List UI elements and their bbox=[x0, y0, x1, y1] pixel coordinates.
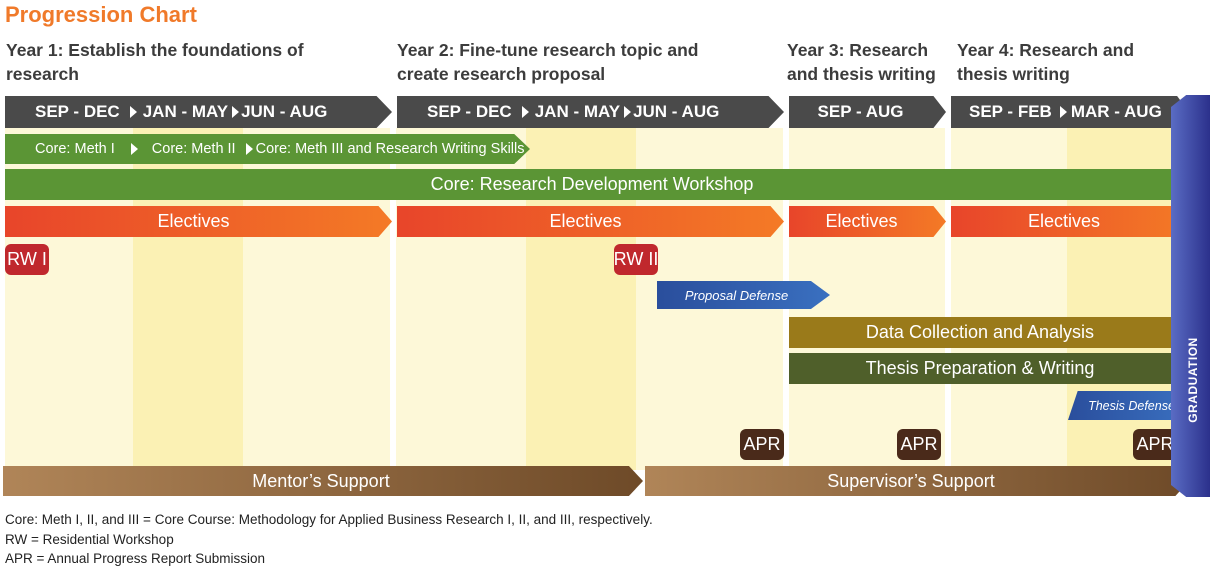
year-2-heading: Year 2: Fine-tune research topic and cre… bbox=[397, 38, 698, 86]
graduation-bar: GRADUATION bbox=[1171, 95, 1210, 497]
core-methodology-bar: Core: Meth I Core: Meth II Core: Meth II… bbox=[5, 134, 530, 164]
electives-label: Electives bbox=[825, 211, 898, 231]
chevron-right-icon bbox=[245, 143, 253, 155]
note-rw: RW = Residential Workshop bbox=[5, 531, 174, 547]
rdw-label: Core: Research Development Workshop bbox=[430, 174, 754, 194]
graduation-label: GRADUATION bbox=[1186, 337, 1200, 423]
year-1-heading: Year 1: Establish the foundations of res… bbox=[6, 38, 304, 86]
period-bar-year-3: SEP - AUG bbox=[789, 96, 946, 128]
electives-label: Electives bbox=[1027, 211, 1101, 231]
research-development-workshop-bar: Core: Research Development Workshop bbox=[5, 169, 1189, 200]
period-bar-year-2: SEP - DEC JAN - MAY JUN - AUG bbox=[397, 96, 784, 128]
thesis-defense-label: Thesis Defense bbox=[1088, 398, 1175, 413]
chevron-right-icon bbox=[232, 106, 240, 118]
mentor-support-label: Mentor’s Support bbox=[252, 470, 390, 491]
page-title: Progression Chart bbox=[5, 2, 197, 27]
apr-badge-year-1: APR bbox=[740, 429, 784, 460]
data-collection-label: Data Collection and Analysis bbox=[865, 322, 1095, 342]
electives-label: Electives bbox=[157, 211, 230, 231]
period-label: JAN - MAY bbox=[534, 102, 621, 121]
apr-label: APR bbox=[1136, 434, 1174, 454]
period-label: SEP - DEC bbox=[427, 102, 512, 121]
period-label: JUN - AUG bbox=[633, 102, 720, 121]
core-meth-2-label: Core: Meth II bbox=[151, 141, 236, 157]
year-4-line2: thesis writing bbox=[957, 64, 1070, 84]
year-4-heading: Year 4: Research and thesis writing bbox=[957, 38, 1134, 86]
period-bar-year-4: SEP - FEB MAR - AUG bbox=[951, 96, 1189, 128]
electives-bar-year-2: Electives bbox=[397, 206, 784, 237]
note-core-meth: Core: Meth I, II, and III = Core Course:… bbox=[5, 512, 653, 527]
chevron-right-icon bbox=[130, 143, 138, 155]
data-collection-bar: Data Collection and Analysis bbox=[789, 317, 1189, 348]
apr-badge-year-2: APR bbox=[897, 429, 941, 460]
chevron-right-icon bbox=[521, 106, 529, 118]
chevron-right-icon bbox=[624, 106, 632, 118]
year-2-line1: Year 2: Fine-tune research topic and bbox=[397, 40, 699, 60]
year-3-line2: and thesis writing bbox=[787, 64, 936, 84]
year-3-line1: Year 3: Research bbox=[787, 40, 929, 60]
electives-bar-year-4: Electives bbox=[951, 206, 1189, 237]
period-label: MAR - AUG bbox=[1070, 102, 1162, 121]
chevron-right-icon bbox=[129, 106, 137, 118]
electives-label: Electives bbox=[549, 211, 622, 231]
year-4-line1: Year 4: Research and bbox=[957, 40, 1135, 60]
apr-label: APR bbox=[743, 434, 781, 454]
period-label: SEP - FEB bbox=[969, 102, 1052, 121]
electives-bar-year-1: Electives bbox=[5, 206, 392, 237]
year-2-line2: create research proposal bbox=[397, 64, 606, 84]
year-3-heading: Year 3: Research and thesis writing bbox=[787, 38, 936, 86]
proposal-defense-bar: Proposal Defense bbox=[657, 281, 830, 309]
period-label: SEP - AUG bbox=[817, 102, 904, 121]
year-divider bbox=[945, 128, 951, 470]
period-label: SEP - DEC bbox=[35, 102, 120, 121]
rw-1-label: RW I bbox=[7, 249, 47, 269]
mentor-support-bar: Mentor’s Support bbox=[3, 466, 643, 496]
apr-badge-year-3: APR bbox=[1133, 429, 1177, 460]
chevron-right-icon bbox=[1059, 106, 1067, 118]
core-meth-3-label: Core: Meth III and Research Writing Skil… bbox=[255, 141, 525, 157]
thesis-defense-bar: Thesis Defense bbox=[1068, 391, 1189, 420]
year-divider bbox=[390, 128, 396, 470]
electives-bar-year-3: Electives bbox=[789, 206, 946, 237]
proposal-defense-label: Proposal Defense bbox=[684, 287, 789, 303]
rw-2-badge: RW II bbox=[614, 244, 658, 275]
rw-1-badge: RW I bbox=[5, 244, 49, 275]
supervisor-support-bar: Supervisor’s Support bbox=[645, 466, 1189, 496]
core-meth-1-label: Core: Meth I bbox=[35, 141, 115, 157]
thesis-preparation-bar: Thesis Preparation & Writing bbox=[789, 353, 1189, 384]
thesis-preparation-label: Thesis Preparation & Writing bbox=[865, 358, 1095, 378]
rw-2-label: RW II bbox=[613, 249, 659, 269]
year-1-line1: Year 1: Establish the foundations of bbox=[6, 40, 304, 60]
period-label: JUN - AUG bbox=[241, 102, 328, 121]
note-apr: APR = Annual Progress Report Submission bbox=[5, 551, 266, 566]
period-label: JAN - MAY bbox=[142, 102, 229, 121]
legend-notes: Core: Meth I, II, and III = Core Course:… bbox=[5, 510, 653, 569]
period-bar-year-1: SEP - DEC JAN - MAY JUN - AUG bbox=[5, 96, 392, 128]
supervisor-support-label: Supervisor’s Support bbox=[827, 470, 995, 491]
apr-label: APR bbox=[900, 434, 938, 454]
year-1-line2: research bbox=[6, 64, 79, 84]
